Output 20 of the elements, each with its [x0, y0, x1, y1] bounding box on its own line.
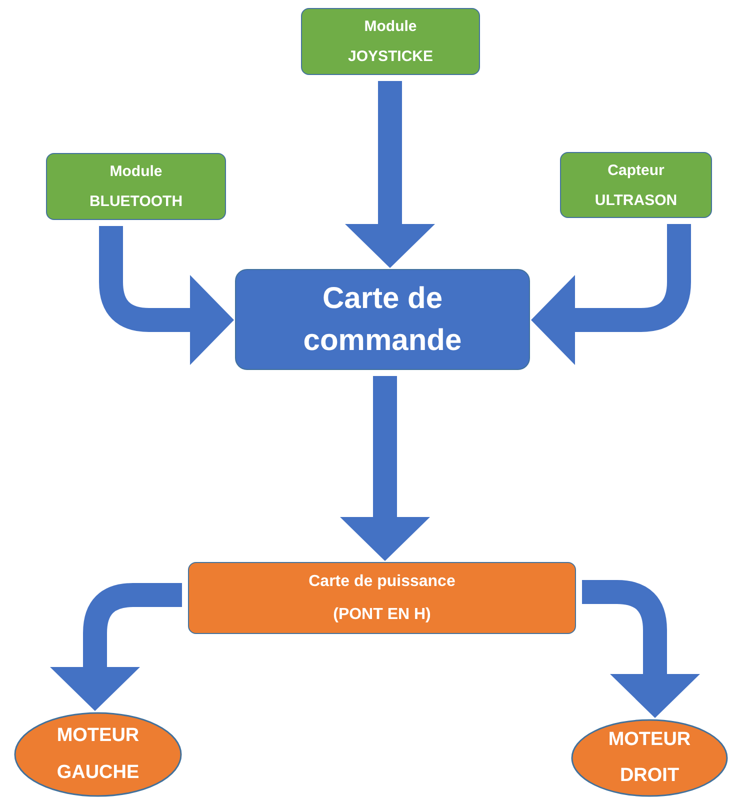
node-label: ULTRASON — [594, 192, 678, 208]
block-arrow — [345, 81, 435, 268]
module-box — [46, 153, 226, 220]
node-label: Module — [364, 18, 417, 35]
node-label: MOTEUR DROIT — [607, 728, 692, 788]
node-label: (PONT EN H) — [333, 606, 431, 624]
node-label: MOTEUR GAUCHE — [56, 724, 140, 784]
control-board-box — [235, 269, 530, 370]
block-arrow — [340, 376, 430, 561]
module-box — [188, 562, 576, 634]
node-label: Module — [110, 162, 162, 180]
node-label: BLUETOOTH — [89, 193, 183, 210]
node-label: Carte de puissance — [308, 572, 456, 590]
node-label: Capteur — [608, 162, 664, 178]
node-label: JOYSTICKE — [348, 48, 434, 66]
node-label: Carte de commande — [302, 280, 463, 358]
motor-ellipse — [571, 719, 728, 797]
motor-ellipse — [14, 712, 182, 797]
module-box — [560, 152, 712, 218]
module-box — [301, 8, 480, 75]
